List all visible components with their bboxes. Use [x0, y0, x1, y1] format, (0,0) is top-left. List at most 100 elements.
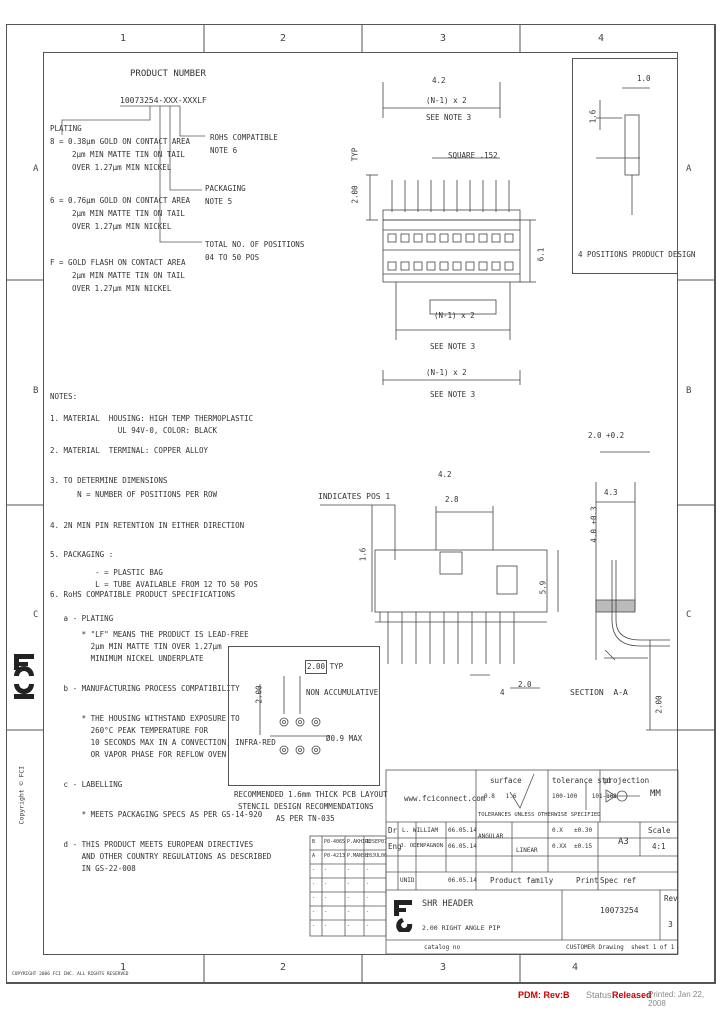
plating-label: PLATING [50, 124, 82, 133]
tolerances-unless: TOLERANCES UNLESS OTHERWISE SPECIFIED [478, 812, 601, 818]
drawing-title: SHR HEADER [422, 899, 474, 909]
dim-top-n1: (N-1) x 2 [426, 96, 467, 105]
scale-value: 4:1 [652, 842, 666, 851]
plating-f-line3: OVER 1.27µm MIN NICKEL [72, 284, 172, 293]
surface-label: surface [490, 776, 522, 785]
surface-val: 0.8 1.6 [484, 793, 517, 800]
see-note-3-mid: SEE NOTE 3 [430, 342, 476, 351]
callout-packaging: PACKAGING [205, 184, 246, 193]
dim-2-0-tol: 2.0 +0.2 [588, 431, 625, 440]
dim-4: 4 [500, 688, 505, 697]
tolerance-label: tolerance std [552, 776, 611, 785]
tol-xx-val: ±0.30 [574, 827, 593, 834]
see-note-3-top: SEE NOTE 3 [426, 113, 472, 122]
spec-ref: Spec ref [600, 876, 637, 885]
revision-cell: - [324, 895, 328, 901]
revision-cell: - [366, 923, 370, 929]
pin-square [426, 261, 436, 271]
revision-cell: P.AKHIRE [347, 839, 372, 845]
revision-cell: - [312, 923, 316, 929]
plating-6-line1: 6 = 0.76µm GOLD ON CONTACT AREA [50, 196, 190, 205]
pin-square [387, 233, 397, 243]
pin-square [465, 233, 475, 243]
note-line: 5. PACKAGING : [50, 550, 114, 559]
note-line: b - MANUFACTURING PROCESS COMPATIBILITY [50, 684, 240, 693]
revision-cell: - [347, 881, 351, 887]
col-label-3: 3 [440, 33, 447, 44]
tol-xxx: 0.XX [552, 843, 567, 850]
pin-square [439, 233, 449, 243]
pin-square [491, 261, 501, 271]
callout-positions-range: 04 TO 50 POS [205, 253, 260, 262]
callout-positions: TOTAL NO. OF POSITIONS [205, 240, 305, 249]
note-line: c - LABELLING [50, 780, 123, 789]
pin-square [413, 261, 423, 271]
approved-date: 06.05.14 [448, 877, 477, 884]
col-label-3-bottom: 3 [440, 962, 447, 973]
drawn-date: 06.05.14 [448, 827, 477, 834]
status-value: Released [612, 990, 652, 1000]
revision-cell: 28JUL06 [366, 853, 388, 859]
pin-square [504, 233, 514, 243]
pin-square [400, 233, 410, 243]
row-label-a-left: A [33, 164, 39, 174]
see-note-3-bottom: SEE NOTE 3 [430, 390, 476, 399]
note-line: 3. TO DETERMINE DIMENSIONS [50, 476, 168, 485]
plating-8-line2: 2µm MIN MATTE TIN ON TAIL [72, 150, 185, 159]
notes-title: NOTES: [50, 392, 78, 401]
eng-label: Eng [388, 842, 402, 851]
dim-n1x2-b: (N-1) x 2 [426, 368, 467, 377]
revision-cell: - [324, 881, 328, 887]
linear-label: LINEAR [516, 847, 538, 854]
callout-packaging-note: NOTE 5 [205, 197, 233, 206]
row-label-c-right: C [686, 610, 692, 620]
status-label: Status: [586, 990, 615, 1000]
revision-cell: - [312, 909, 316, 915]
revision-cell: 12SEP07 [366, 839, 388, 845]
tolerance-val: 100-100 101-101 [552, 793, 618, 800]
tol-xx: 0.X [552, 827, 563, 834]
pin-square [465, 261, 475, 271]
note-line: 2. MATERIAL TERMINAL: COPPER ALLOY [50, 446, 209, 455]
pin-square [452, 261, 462, 271]
row-label-c-left: C [33, 610, 39, 620]
note-line: 6. RoHS COMPATIBLE PRODUCT SPECIFICATION… [50, 590, 236, 599]
angular-label: ANGULAR [478, 833, 504, 840]
drawing-subtitle: 2.00 RIGHT ANGLE PIP [422, 924, 501, 932]
customer-drawing: CUSTOMER Drawing sheet 1 of 1 [566, 944, 675, 951]
note-line: UL 94V-0, COLOR: BLACK [50, 426, 218, 435]
col-label-1: 1 [120, 33, 127, 44]
section-label: SECTION A-A [570, 688, 628, 697]
plating-8-line1: 8 = 0.38µm GOLD ON CONTACT AREA [50, 137, 190, 146]
note-line: MINIMUM NICKEL UNDERPLATE [50, 654, 204, 663]
sheet-size: A3 [618, 837, 629, 847]
scale-label: Scale [648, 826, 671, 835]
row-label-a-right: A [686, 164, 692, 174]
pcb-hole: Ø0.9 MAX [326, 734, 363, 743]
revision-cell: - [366, 909, 370, 915]
col-label-1-bottom: 1 [120, 962, 127, 973]
revision-cell: B [312, 839, 316, 845]
pcb-typ-box [305, 660, 327, 674]
dim-4-3: 4.3 [604, 488, 618, 497]
eng-by: J. ODENPAGNON [400, 843, 444, 849]
pin-square [504, 261, 514, 271]
indicates-pos1: INDICATES POS 1 [318, 492, 391, 501]
note-line: N = NUMBER OF POSITIONS PER ROW [50, 490, 218, 499]
drawn-label: Dr [388, 826, 398, 835]
drawing-number: 10073254 [600, 906, 639, 915]
four-position-box [572, 58, 678, 274]
note-line: * "LF" MEANS THE PRODUCT IS LEAD-FREE [50, 630, 249, 639]
note-line: 260°C PEAK TEMPERATURE FOR [50, 726, 209, 735]
col-label-4: 4 [598, 33, 605, 44]
plating-6-line3: OVER 1.27µm MIN NICKEL [72, 222, 172, 231]
four-positions-label: 4 POSITIONS PRODUCT DESIGN [578, 250, 696, 259]
revision-cell: - [366, 895, 370, 901]
col-label-2-bottom: 2 [280, 962, 287, 973]
